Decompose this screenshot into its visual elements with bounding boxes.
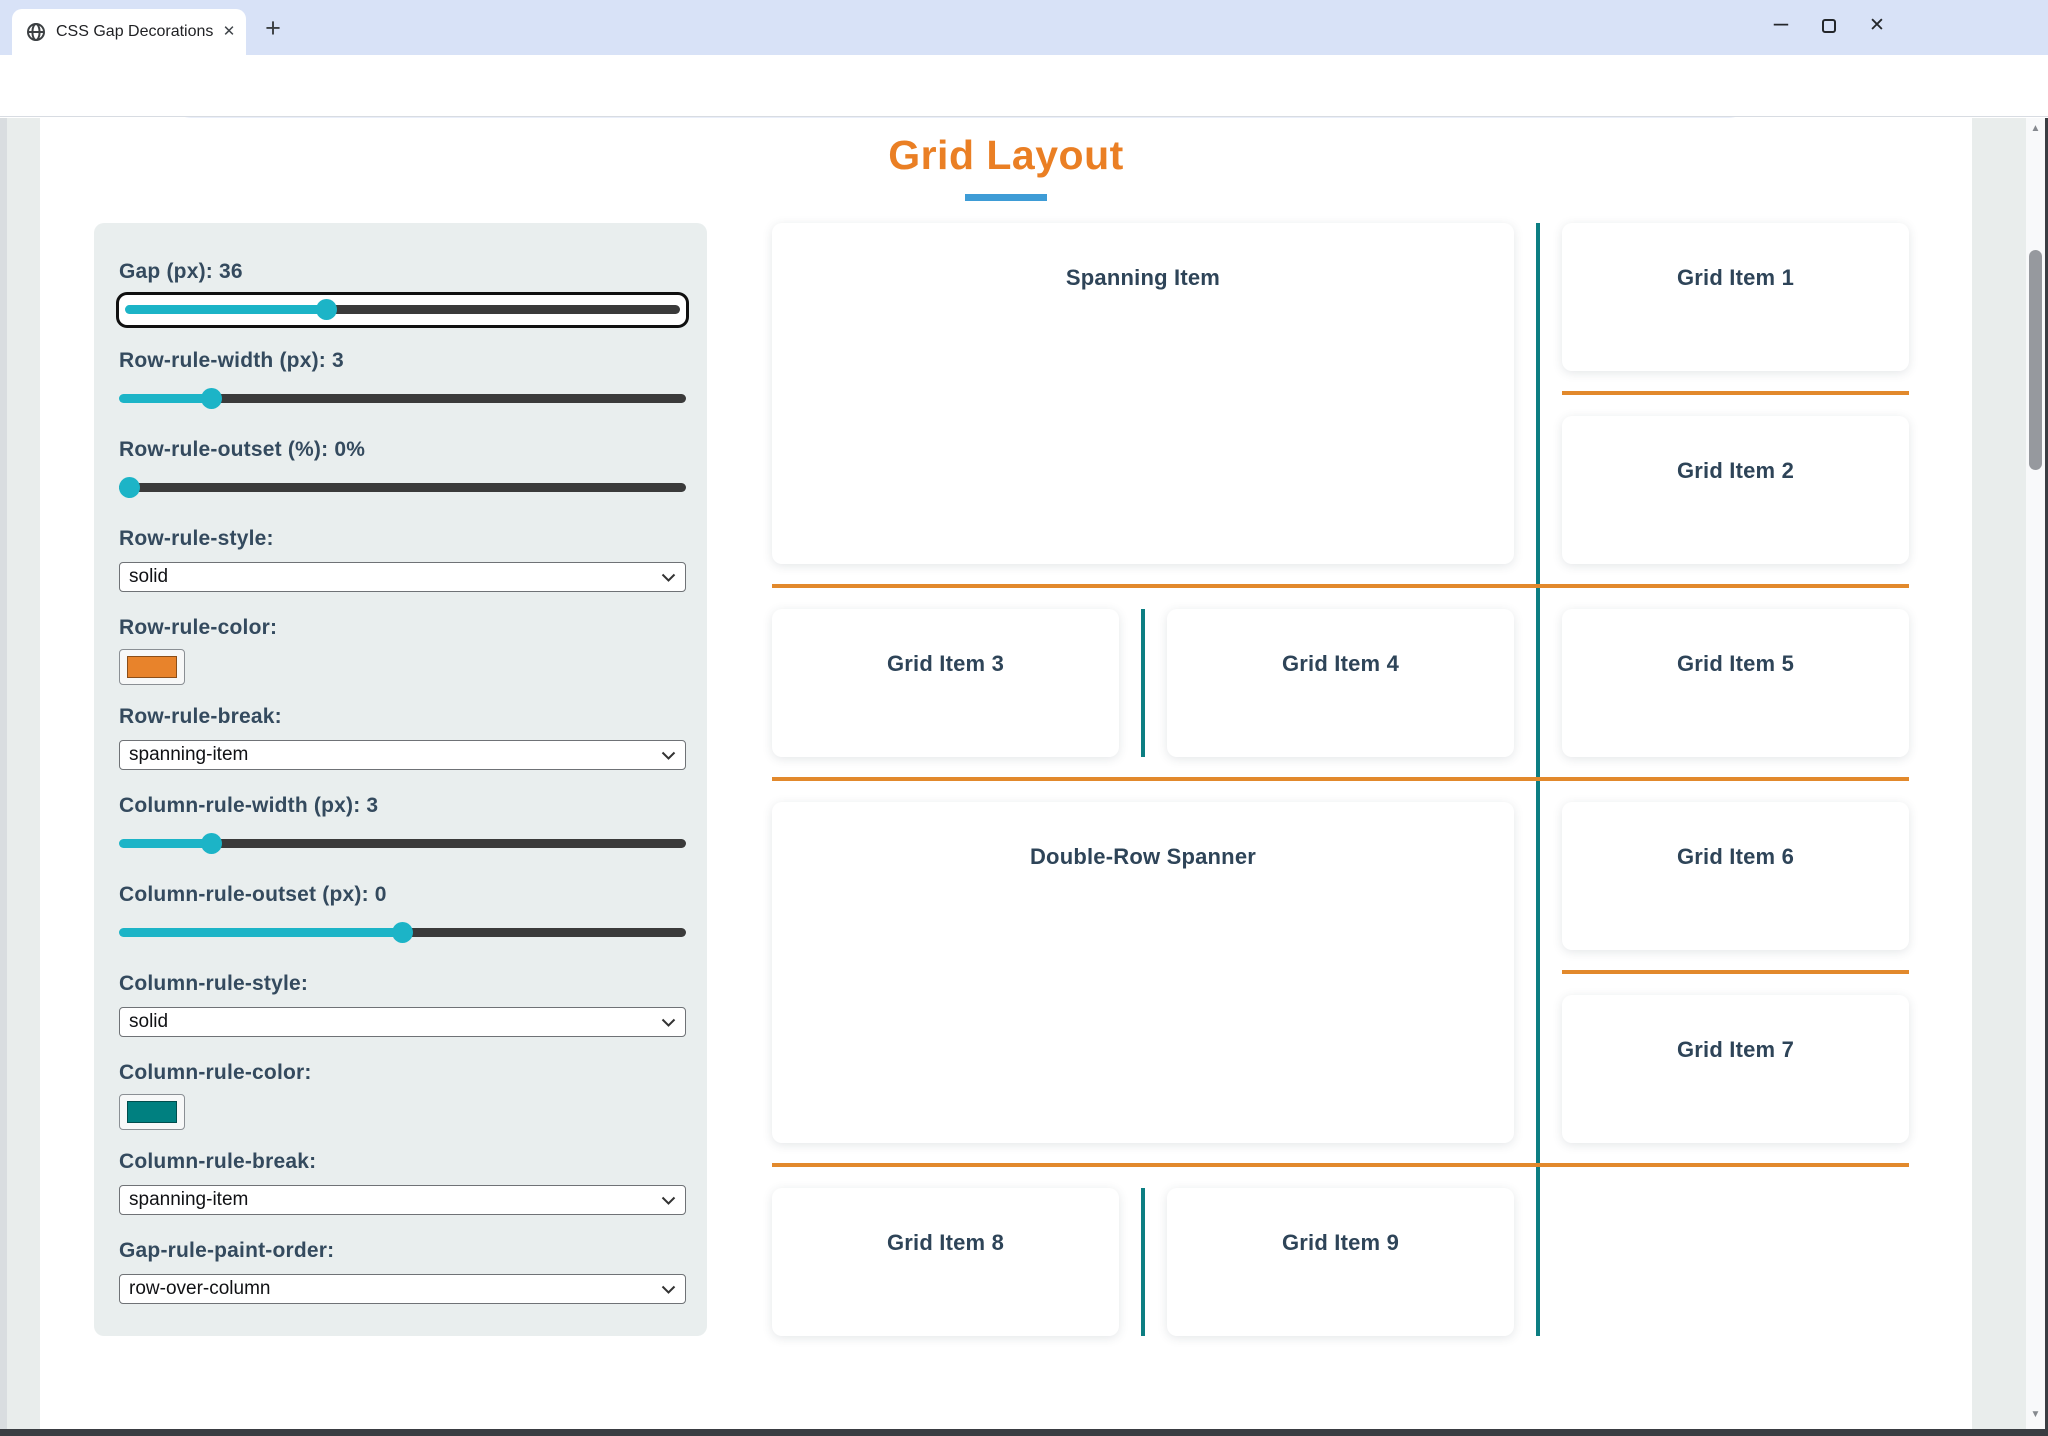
grid-card-double-row-spanner: Double-Row Spanner	[772, 802, 1514, 1143]
row-rule-style-label: Row-rule-style:	[119, 527, 274, 550]
control-row-rule-outset: Row-rule-outset (%): 0%	[119, 437, 686, 503]
tab-title: CSS Gap Decorations playgroun	[56, 23, 216, 40]
chevron-down-icon	[661, 1196, 676, 1205]
row-rule-segment	[1562, 970, 1909, 974]
page-title: Grid Layout	[888, 132, 1124, 178]
slider-track[interactable]	[119, 483, 686, 492]
column-rule-color-label: Column-rule-color:	[119, 1061, 312, 1084]
row-rule-full	[772, 1163, 1909, 1167]
slider-thumb[interactable]	[200, 833, 222, 854]
column-rule-outset-slider[interactable]	[119, 918, 686, 948]
select-value: solid	[129, 566, 169, 587]
grid-card-4: Grid Item 4	[1167, 609, 1514, 757]
control-column-rule-outset: Column-rule-outset (px): 0	[119, 882, 686, 948]
tab-close-icon[interactable]: ✕	[222, 23, 236, 40]
column-rule-width-label: Column-rule-width (px): 3	[119, 794, 379, 817]
grid-card-3: Grid Item 3	[772, 609, 1119, 757]
select-value: row-over-column	[129, 1278, 271, 1299]
control-column-rule-break: Column-rule-break: spanning-item	[119, 1149, 686, 1215]
row-rule-break-label: Row-rule-break:	[119, 705, 282, 728]
controls-panel: Gap (px): 36 Row-rule-width (px): 3 Row-…	[94, 223, 707, 1336]
scrollbar-thumb[interactable]	[2029, 250, 2042, 470]
grid-card-spanning-item: Spanning Item	[772, 223, 1514, 564]
slider-thumb[interactable]	[200, 388, 222, 409]
control-row-rule-style: Row-rule-style: solid	[119, 526, 686, 592]
row-rule-width-slider[interactable]	[119, 384, 686, 414]
globe-favicon-icon	[27, 23, 45, 41]
row-rule-break-select[interactable]: spanning-item	[119, 740, 686, 770]
control-column-rule-color: Column-rule-color:	[119, 1060, 686, 1130]
page-content: Grid Layout Gap (px): 36 Row-rule-width …	[40, 118, 1972, 1429]
column-rule-segment	[1141, 1188, 1145, 1336]
chevron-down-icon	[661, 1018, 676, 1027]
control-column-rule-style: Column-rule-style: solid	[119, 971, 686, 1037]
window-frame-left	[0, 118, 7, 1436]
row-rule-segment	[1562, 391, 1909, 395]
select-value: solid	[129, 1011, 169, 1032]
gap-label: Gap (px): 36	[119, 260, 243, 283]
column-rule-style-select[interactable]: solid	[119, 1007, 686, 1037]
window-maximize-button[interactable]	[1806, 0, 1852, 50]
window-frame-right	[2045, 118, 2048, 1429]
new-tab-button[interactable]: +	[265, 13, 281, 43]
slider-track[interactable]	[119, 394, 686, 403]
grid-card-8: Grid Item 8	[772, 1188, 1119, 1336]
control-row-rule-break: Row-rule-break: spanning-item	[119, 704, 686, 770]
gap-rule-paint-order-label: Gap-rule-paint-order:	[119, 1239, 335, 1262]
grid-card-2: Grid Item 2	[1562, 416, 1909, 564]
slider-thumb[interactable]	[392, 922, 413, 943]
scrollbar-down-icon[interactable]: ▼	[2030, 1409, 2041, 1420]
control-gap: Gap (px): 36	[119, 259, 686, 325]
row-rule-color-picker[interactable]	[119, 649, 185, 685]
chevron-down-icon	[661, 1285, 676, 1294]
browser-toolbar: ← → ↻ microsoftedge.github.io/Demos/css-…	[0, 55, 2048, 164]
column-rule-outset-label: Column-rule-outset (px): 0	[119, 883, 387, 906]
gap-rule-paint-order-select[interactable]: row-over-column	[119, 1274, 686, 1304]
gap-slider[interactable]	[119, 295, 686, 325]
column-rule-color-picker[interactable]	[119, 1094, 185, 1130]
column-rule-style-label: Column-rule-style:	[119, 972, 309, 995]
column-rule-break-select[interactable]: spanning-item	[119, 1185, 686, 1215]
row-rule-outset-slider[interactable]	[119, 473, 686, 503]
column-rule-break-label: Column-rule-break:	[119, 1150, 317, 1173]
color-swatch	[127, 1101, 177, 1123]
control-column-rule-width: Column-rule-width (px): 3	[119, 793, 686, 859]
row-rule-style-select[interactable]: solid	[119, 562, 686, 592]
column-rule-width-slider[interactable]	[119, 829, 686, 859]
grid-card-1: Grid Item 1	[1562, 223, 1909, 371]
color-swatch	[127, 656, 177, 678]
chevron-down-icon	[661, 751, 676, 760]
select-value: spanning-item	[129, 1189, 249, 1210]
window-minimize-button[interactable]: –	[1773, 7, 1789, 37]
row-rule-width-label: Row-rule-width (px): 3	[119, 349, 344, 372]
title-underline	[965, 194, 1047, 201]
scrollbar-up-icon[interactable]: ▲	[2030, 123, 2041, 134]
row-rule-outset-label: Row-rule-outset (%): 0%	[119, 438, 366, 461]
row-rule-full	[772, 584, 1909, 588]
slider-thumb[interactable]	[119, 477, 140, 498]
maximize-icon	[1822, 19, 1836, 33]
window-close-button[interactable]: ✕	[1869, 15, 1885, 36]
grid-card-7: Grid Item 7	[1562, 995, 1909, 1143]
grid-card-5: Grid Item 5	[1562, 609, 1909, 757]
tab-strip: CSS Gap Decorations playgroun ✕ + – ✕	[0, 0, 2048, 55]
control-gap-rule-paint-order: Gap-rule-paint-order: row-over-column	[119, 1238, 686, 1304]
grid-card-9: Grid Item 9	[1167, 1188, 1514, 1336]
grid-card-6: Grid Item 6	[1562, 802, 1909, 950]
chevron-down-icon	[661, 573, 676, 582]
slider-track[interactable]	[125, 305, 680, 314]
slider-track[interactable]	[119, 839, 686, 848]
row-rule-full	[772, 777, 1909, 781]
page-scrollbar[interactable]: ▲ ▼	[2026, 118, 2045, 1429]
window-frame-bottom	[0, 1429, 2048, 1436]
slider-thumb[interactable]	[315, 299, 337, 320]
control-row-rule-color: Row-rule-color:	[119, 615, 686, 685]
row-rule-color-label: Row-rule-color:	[119, 616, 278, 639]
browser-tab[interactable]: CSS Gap Decorations playgroun ✕	[12, 9, 246, 55]
select-value: spanning-item	[129, 744, 249, 765]
column-rule-segment	[1141, 609, 1145, 757]
control-row-rule-width: Row-rule-width (px): 3	[119, 348, 686, 414]
